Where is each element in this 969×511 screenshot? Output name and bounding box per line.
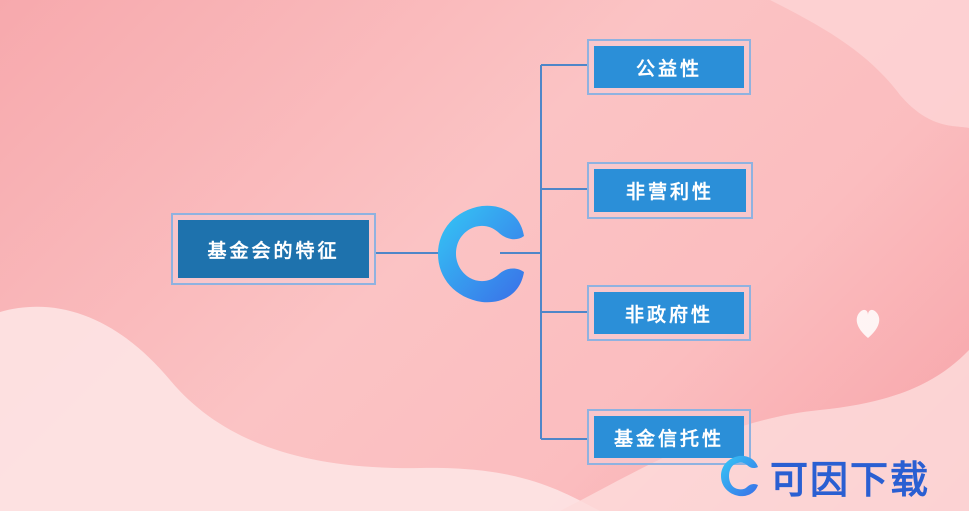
branch-node-3: 非政府性: [587, 285, 751, 341]
branch-node-1: 公益性: [587, 39, 751, 95]
heart-icon: [856, 309, 880, 338]
watermark-text: 可因下载: [770, 457, 931, 502]
top-right-wave: [770, 0, 969, 128]
branch-node-4: 基金信托性: [587, 409, 751, 465]
center-logo-icon: [438, 205, 524, 303]
branch-node-label: 公益性: [594, 46, 744, 88]
root-node-label: 基金会的特征: [178, 220, 369, 278]
bottom-left-wave: [0, 306, 600, 511]
branch-node-label: 非营利性: [594, 169, 746, 212]
branch-node-label: 基金信托性: [594, 416, 744, 458]
watermark: 可因下载: [718, 448, 968, 504]
brand-logo-icon: [721, 455, 758, 497]
bottom-right-wave: [560, 350, 969, 511]
branch-node-2: 非营利性: [587, 162, 753, 219]
root-node: 基金会的特征: [171, 213, 376, 285]
branch-node-label: 非政府性: [594, 292, 744, 334]
